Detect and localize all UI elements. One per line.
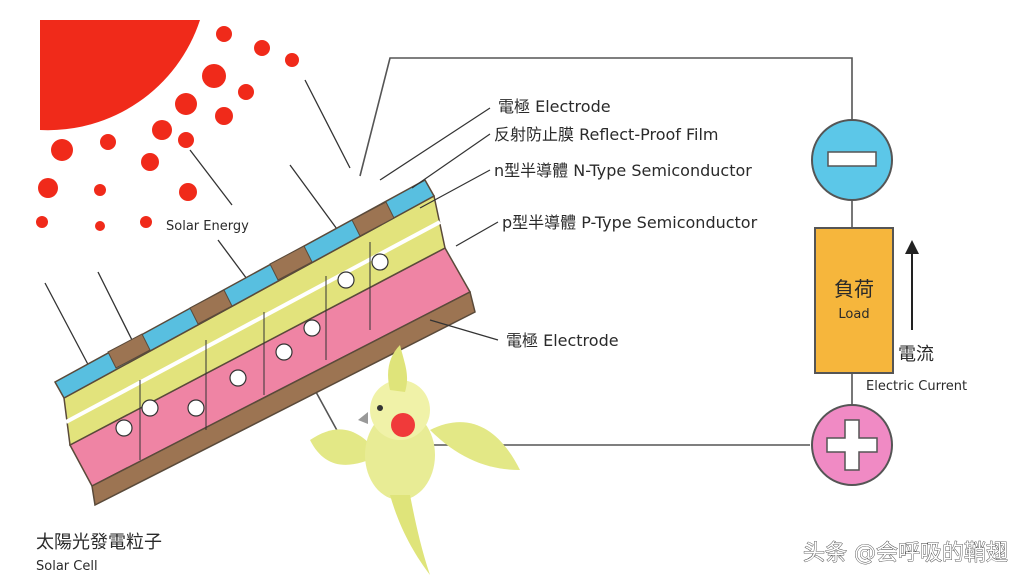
label-electrode-top: 電極 Electrode bbox=[498, 97, 611, 116]
load-box: 負荷 Load bbox=[814, 227, 894, 374]
load-label-cn: 負荷 bbox=[834, 277, 874, 301]
minus-icon bbox=[827, 151, 877, 167]
cell-arrows bbox=[139, 242, 371, 460]
bottom-electrode-layer bbox=[91, 290, 476, 507]
cockatiel-bird-icon bbox=[310, 345, 520, 575]
minus-terminal bbox=[811, 119, 893, 201]
label-solar-energy: Solar Energy bbox=[166, 219, 249, 234]
load-label-en: Load bbox=[838, 307, 869, 322]
leader-lines bbox=[379, 107, 499, 341]
solar-cell-label-en: Solar Cell bbox=[36, 559, 98, 574]
current-label-en: Electric Current bbox=[866, 379, 967, 394]
solar-cell-label-cn: 太陽光發電粒子 bbox=[36, 532, 162, 553]
carriers bbox=[115, 253, 389, 437]
label-ptype: p型半導體 P-Type Semiconductor bbox=[502, 213, 758, 232]
sun bbox=[40, 20, 200, 131]
current-label-cn: 電流 bbox=[898, 344, 934, 365]
watermark: 头条 @会呼吸的鞘翅 bbox=[803, 541, 1008, 566]
light-arrows bbox=[44, 79, 351, 373]
label-electrode-bottom: 電極 Electrode bbox=[506, 331, 619, 350]
plus-icon bbox=[826, 419, 878, 471]
label-ntype: n型半導體 N-Type Semiconductor bbox=[494, 161, 752, 180]
label-antireflect-film: 反射防止膜 Reflect-Proof Film bbox=[494, 125, 719, 144]
top-electrodes bbox=[107, 201, 395, 369]
current-arrow-head bbox=[905, 240, 919, 254]
solar-energy-particles bbox=[36, 26, 299, 231]
plus-terminal bbox=[811, 404, 893, 486]
